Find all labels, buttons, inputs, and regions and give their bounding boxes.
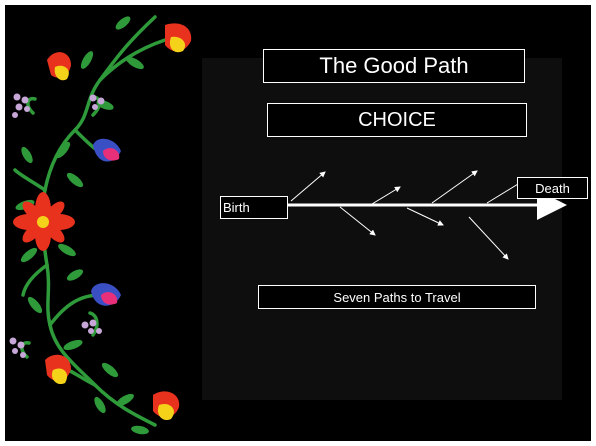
leaf-icon	[130, 424, 149, 435]
path-branch-arrow	[407, 208, 443, 225]
path-branch-arrow	[340, 207, 375, 235]
seven-paths-label: Seven Paths to Travel	[258, 285, 536, 309]
leaf-icon	[56, 242, 77, 259]
page-title: The Good Path	[263, 49, 525, 83]
leaf-icon	[65, 171, 85, 190]
blue-flower-icon	[91, 283, 121, 306]
leaf-icon	[114, 14, 133, 32]
red-flower-icon	[47, 52, 71, 80]
red-flower-icon	[165, 23, 191, 52]
leaf-icon	[65, 267, 85, 283]
subtitle-choice: CHOICE	[267, 103, 527, 137]
leaf-icon	[92, 395, 108, 415]
birth-label: Birth	[220, 196, 288, 219]
leaf-icon	[19, 246, 39, 265]
vine-branch	[15, 170, 45, 190]
path-branch-arrow	[291, 172, 325, 201]
vine-branch	[23, 265, 47, 295]
path-branch-arrow	[469, 217, 508, 259]
berry-cluster-icon	[82, 320, 103, 335]
red-flower-icon	[153, 391, 179, 420]
death-label: Death	[517, 177, 588, 199]
leaf-icon	[62, 338, 84, 352]
red-flower-icon	[13, 192, 75, 251]
slide-canvas: The Good Path CHOICE Birth Death Seven P…	[5, 5, 591, 441]
leaf-icon	[79, 49, 96, 70]
leaf-icon	[100, 361, 120, 380]
path-branch-arrow	[372, 187, 400, 204]
path-branch-arrow	[432, 171, 477, 203]
blue-flower-icon	[93, 139, 121, 162]
red-flower-icon	[45, 355, 71, 384]
leaf-icon	[26, 295, 45, 315]
leaf-icon	[19, 145, 35, 165]
